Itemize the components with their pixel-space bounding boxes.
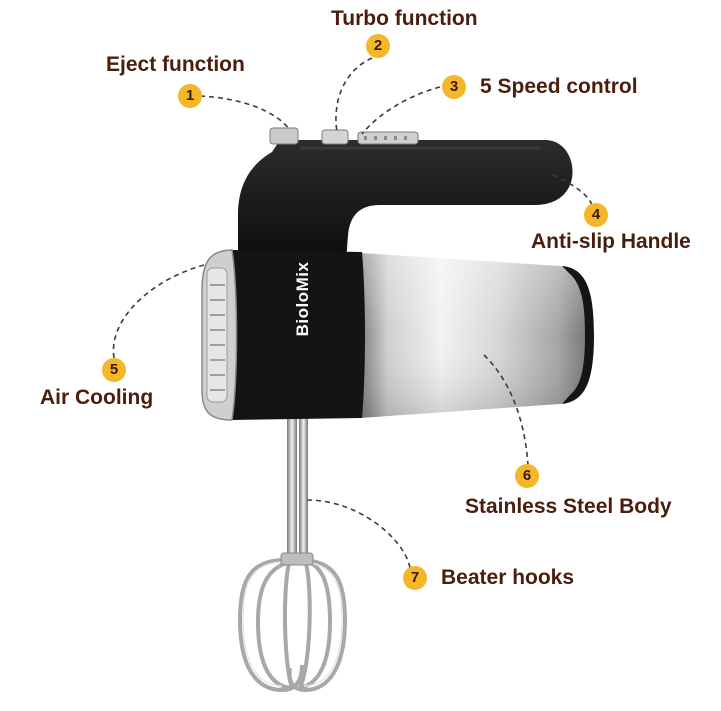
- turbo-button: [321, 129, 349, 145]
- callout-label-eject: Eject function: [106, 53, 245, 76]
- beater-shaft-left: [287, 415, 297, 565]
- callout-label-handle: Anti-slip Handle: [531, 230, 691, 253]
- body-end-cap: [562, 266, 594, 404]
- callout-label-cooling: Air Cooling: [40, 386, 154, 409]
- beater-shaft-right: [299, 415, 308, 565]
- body-black-band: [229, 250, 365, 420]
- callout-label-turbo: Turbo function: [331, 7, 478, 30]
- speed-slider: [357, 131, 419, 145]
- callout-badge-6: 6: [515, 464, 539, 488]
- callout-label-body: Stainless Steel Body: [465, 495, 672, 518]
- callout-badge-2: 2: [366, 34, 390, 58]
- callout-badge-7: 7: [403, 566, 427, 590]
- leader-lines: [112, 57, 593, 569]
- callout-badge-1: 1: [178, 84, 202, 108]
- leader-3: [361, 86, 441, 135]
- leader-6: [483, 354, 529, 466]
- leader-7: [306, 499, 411, 569]
- handle: [238, 140, 573, 262]
- callout-badge-3: 3: [442, 75, 466, 99]
- air-vents: [210, 284, 225, 391]
- callout-badge-5: 5: [102, 358, 126, 382]
- beater-cage: [237, 558, 348, 693]
- callout-label-beaters: Beater hooks: [441, 566, 575, 589]
- leader-1: [199, 95, 291, 131]
- brand-name: BioloMix: [293, 261, 312, 337]
- leader-4: [552, 174, 593, 206]
- eject-button: [269, 127, 299, 145]
- leader-2: [335, 57, 373, 133]
- beater-collar: [280, 552, 314, 566]
- leader-5: [112, 264, 205, 359]
- callout-label-speed: 5 Speed control: [480, 75, 638, 98]
- callout-badge-4: 4: [584, 203, 608, 227]
